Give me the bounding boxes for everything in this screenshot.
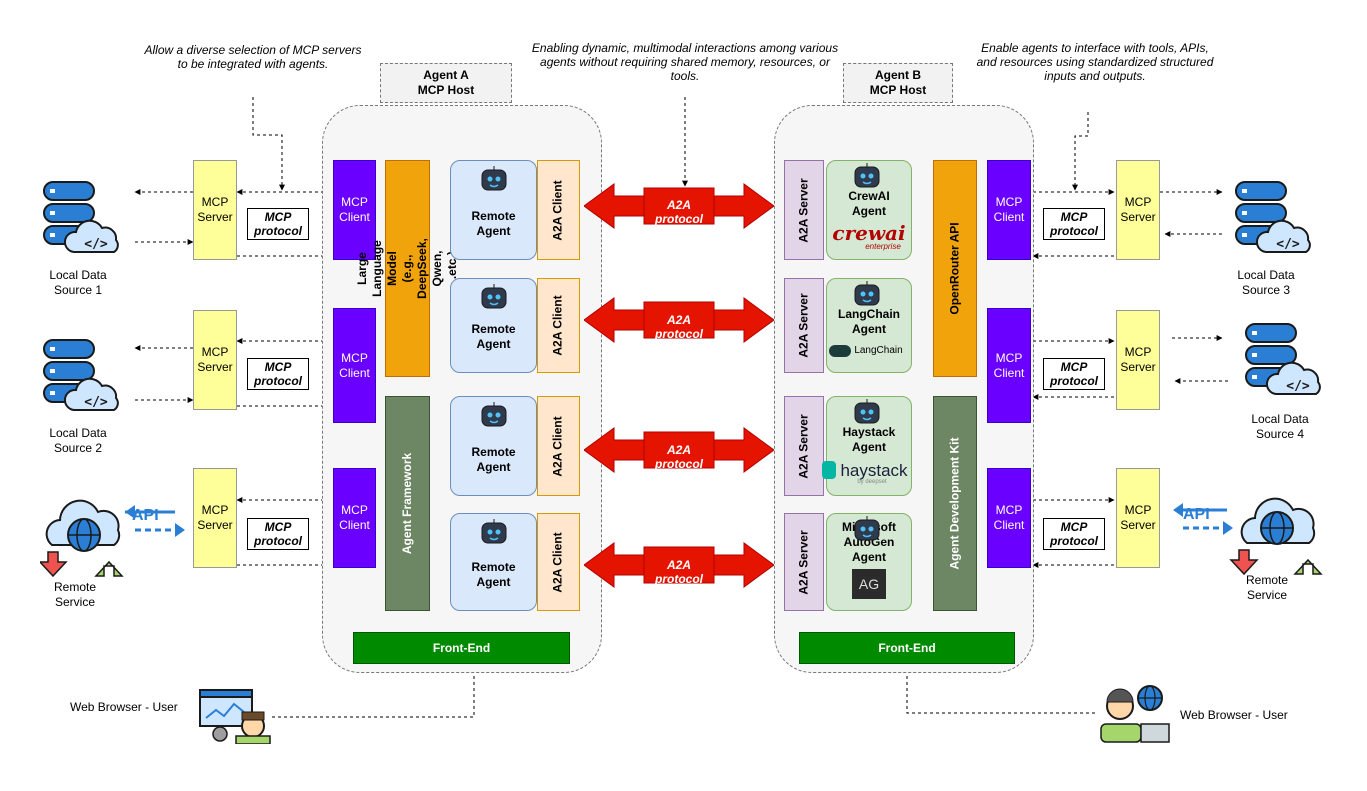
a2a-server-3: A2A Server <box>784 396 824 496</box>
a2a-server-1: A2A Server <box>784 160 824 260</box>
web-user-left-label: Web Browser - User <box>70 700 178 714</box>
agent-b-subtitle: MCP Host <box>869 83 927 97</box>
agent-framework-bar: Agent Framework <box>385 396 430 611</box>
a2a-server-4: A2A Server <box>784 513 824 611</box>
database-icon-local-4: </> <box>1245 323 1321 395</box>
note-mcp-tools: Enable agents to interface with tools, A… <box>976 41 1214 83</box>
robot-icon <box>481 402 507 427</box>
agent-a-title: Agent A <box>423 68 469 82</box>
database-icon-local-1: </> <box>43 181 119 253</box>
llm-bar: Large Language Model (e.g., DeepSeek, Qw… <box>355 160 459 377</box>
a2a-client-4: A2A Client <box>537 513 580 611</box>
api-label-right: API <box>1183 506 1210 523</box>
a2a-arrow-4 <box>584 542 774 588</box>
a2a-protocol-label-1: A2A protocol <box>655 198 703 226</box>
robot-icon <box>854 516 880 541</box>
a2a-client-1: A2A Client <box>537 160 580 260</box>
frontend-b: Front-End <box>799 632 1015 664</box>
note-a2a: Enabling dynamic, multimodal interaction… <box>531 41 839 83</box>
robot-icon <box>854 399 880 424</box>
web-user-right-label: Web Browser - User <box>1180 708 1288 722</box>
a2a-protocol-label-2: A2A protocol <box>655 313 703 341</box>
svg-text:</>: </> <box>84 395 108 410</box>
langchain-icon <box>829 344 852 357</box>
robot-icon <box>481 166 507 191</box>
web-user-left-icon <box>199 689 271 744</box>
svg-text:</>: </> <box>1286 379 1310 394</box>
frontend-a: Front-End <box>353 632 570 664</box>
web-user-right-icon <box>1100 685 1170 743</box>
agent-a-subtitle: MCP Host <box>417 83 475 97</box>
a2a-server-2: A2A Server <box>784 278 824 373</box>
a2a-arrow-1 <box>584 183 774 229</box>
crewai-logo: crewai <box>832 221 906 245</box>
agent-b-label: Agent B MCP Host <box>843 63 953 103</box>
agent-development-kit-bar: Agent Development Kit <box>933 396 977 611</box>
remote-service-left-icon <box>40 499 185 578</box>
haystack-icon <box>822 461 837 479</box>
note-mcp-servers: Allow a diverse selection of MCP servers… <box>144 43 362 71</box>
haystack-logo: haystack <box>822 461 908 479</box>
a2a-protocol-label-3: A2A protocol <box>655 443 703 471</box>
agent-a-label: Agent A MCP Host <box>380 63 512 103</box>
remote-service-right-icon <box>1173 497 1323 576</box>
a2a-client-3: A2A Client <box>537 396 580 496</box>
langchain-logo: LangChain <box>829 343 903 358</box>
robot-icon <box>854 281 880 306</box>
robot-icon <box>481 284 507 309</box>
a2a-arrow-3 <box>584 427 774 473</box>
svg-text:</>: </> <box>84 237 108 252</box>
a2a-arrow-2 <box>584 297 774 343</box>
database-icon-local-2: </> <box>43 339 119 411</box>
api-label-left: API <box>132 507 159 524</box>
database-icon-local-3: </> <box>1235 181 1311 253</box>
a2a-client-2: A2A Client <box>537 278 580 373</box>
agent-b-title: Agent B <box>875 68 921 82</box>
openrouter-bar: OpenRouter API <box>933 160 977 377</box>
a2a-protocol-label-4: A2A protocol <box>655 558 703 586</box>
autogen-logo: AG <box>852 569 886 599</box>
robot-icon <box>854 163 880 188</box>
robot-icon <box>481 519 507 544</box>
svg-text:</>: </> <box>1276 237 1300 252</box>
